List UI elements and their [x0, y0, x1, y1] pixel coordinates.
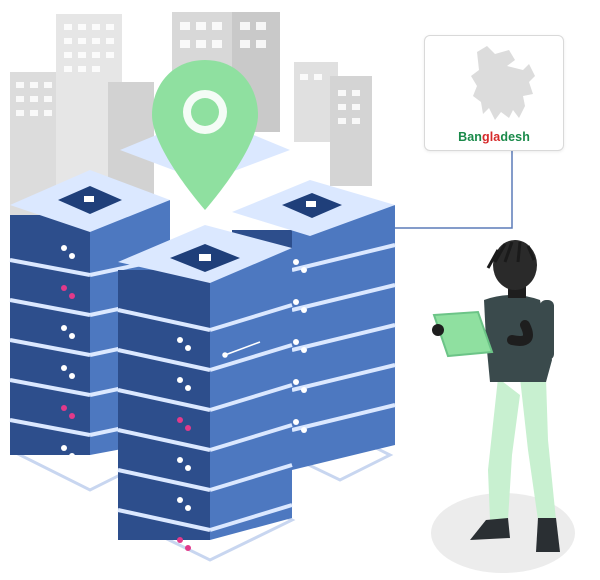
bangladesh-map-icon: [471, 46, 535, 120]
country-label-part-2: gla: [481, 130, 501, 144]
country-label-part-1: Ban: [458, 130, 482, 144]
country-label: Bangladesh: [425, 130, 563, 144]
country-callout-card: Bangladesh: [424, 35, 564, 151]
connector-line: [395, 150, 513, 229]
person-with-tablet: [432, 240, 560, 552]
location-pin-icon: [152, 60, 258, 210]
building-windows: [16, 22, 360, 124]
country-label-part-3: desh: [500, 130, 530, 144]
server-stack-front: [117, 225, 293, 551]
